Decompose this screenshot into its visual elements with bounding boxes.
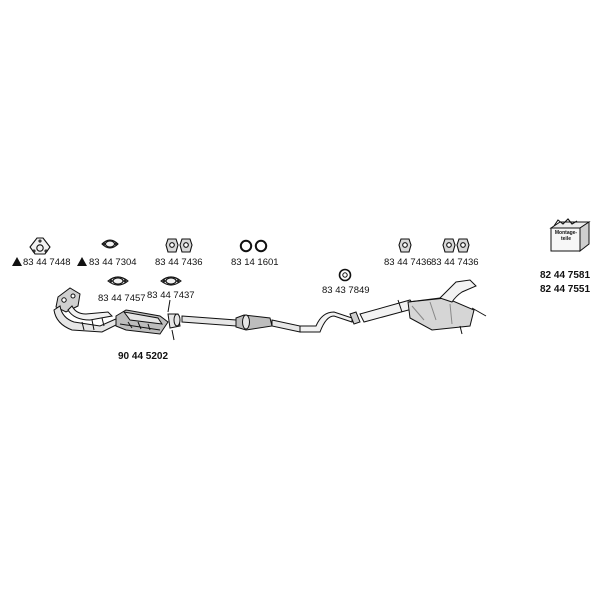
- front-pipe-resonator: [181, 314, 301, 333]
- part-number-label: 83 44 7457: [98, 293, 146, 304]
- part-number-label: 83 44 7436: [155, 257, 203, 268]
- kit-box-line-2: teile: [560, 236, 571, 242]
- rear-muffler: [359, 279, 487, 335]
- gasket-icon-row2-left: [107, 276, 129, 286]
- kit-part-number-label: 82 44 7551: [540, 284, 591, 295]
- gasket-icon-row2-right: [160, 276, 182, 286]
- part-number-label: 83 14 1601: [231, 257, 279, 268]
- three-bolt-gasket-icon: [29, 237, 51, 255]
- kit-box-line-1: Montage-: [554, 230, 578, 236]
- center-pipe: [299, 311, 361, 333]
- ring-gasket-icon: [338, 268, 352, 282]
- kit-box-text: Montage- teile: [552, 230, 580, 242]
- part-number-label: 83 44 7436: [384, 257, 432, 268]
- o-ring-pair-icon: [239, 239, 268, 253]
- exhaust-manifold-downpipe: [53, 287, 123, 333]
- system-part-number-label: 90 44 5202: [118, 351, 169, 362]
- rubber-hanger-pair-icon-2: [442, 238, 470, 253]
- warning-triangle-icon: [12, 257, 22, 266]
- part-number-label: 83 44 7436: [431, 257, 479, 268]
- kit-part-number-label: 82 44 7581: [540, 270, 591, 281]
- part-number-label: 83 44 7437: [147, 290, 195, 301]
- catalytic-converter: [115, 309, 169, 335]
- warning-triangle-icon-2: [77, 257, 87, 266]
- part-number-label: 83 44 7448: [23, 257, 71, 268]
- part-number-label: 83 43 7849: [322, 285, 370, 296]
- oval-gasket-icon: [101, 239, 119, 249]
- part-number-label: 83 44 7304: [89, 257, 137, 268]
- rubber-hanger-icon: [398, 238, 412, 253]
- rubber-hanger-pair-icon: [165, 238, 193, 253]
- flex-joint-flange: [167, 299, 181, 341]
- mounting-kit-box-icon: [549, 218, 591, 253]
